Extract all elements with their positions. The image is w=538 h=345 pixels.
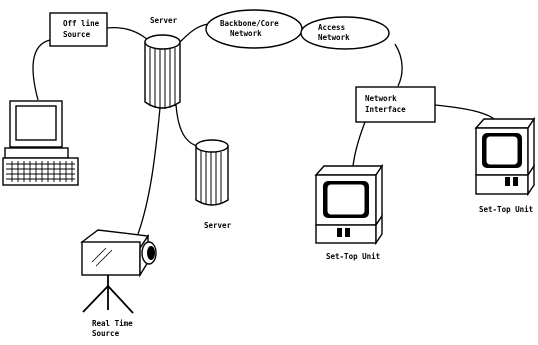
network-interface: Network Interface xyxy=(356,87,435,122)
wire-server-camera xyxy=(138,108,160,234)
server-icon xyxy=(145,35,180,109)
network-interface-label-2: Interface xyxy=(365,105,406,114)
server-icon xyxy=(196,140,228,205)
access-label-1: Access xyxy=(318,23,345,32)
realtime-source-label-1: Real Time xyxy=(92,319,133,328)
wire-server-backbone xyxy=(180,24,208,42)
settop-left-label: Set-Top Unit xyxy=(326,252,380,261)
wire-computer-offline xyxy=(33,40,50,100)
tv-set-top-icon xyxy=(476,119,534,194)
backbone-label-1: Backbone/Core xyxy=(220,19,279,28)
tv-set-top-icon xyxy=(316,166,382,243)
offline-source-label-1: Off line xyxy=(63,19,100,28)
network-interface-label-1: Network xyxy=(365,94,397,103)
wire-server-server2 xyxy=(176,105,197,146)
realtime-source-label-2: Source xyxy=(92,329,120,338)
access-network: Access Network xyxy=(301,17,389,49)
wire-offline-server xyxy=(107,28,150,42)
backbone-label-2: Network xyxy=(230,29,262,38)
wire-interface-left-stu xyxy=(353,122,365,166)
wire-access-interface xyxy=(395,44,402,86)
connections xyxy=(33,24,498,234)
offline-source: Off line Source xyxy=(50,13,107,46)
offline-source-label-2: Source xyxy=(63,30,91,39)
server-main-label: Server xyxy=(150,16,178,25)
camera-icon xyxy=(82,230,156,313)
computer-icon xyxy=(3,101,78,185)
server-second-label: Server xyxy=(204,221,232,230)
backbone-network: Backbone/Core Network xyxy=(206,10,302,48)
settop-right-label: Set-Top Unit xyxy=(479,205,533,214)
access-label-2: Network xyxy=(318,33,350,42)
